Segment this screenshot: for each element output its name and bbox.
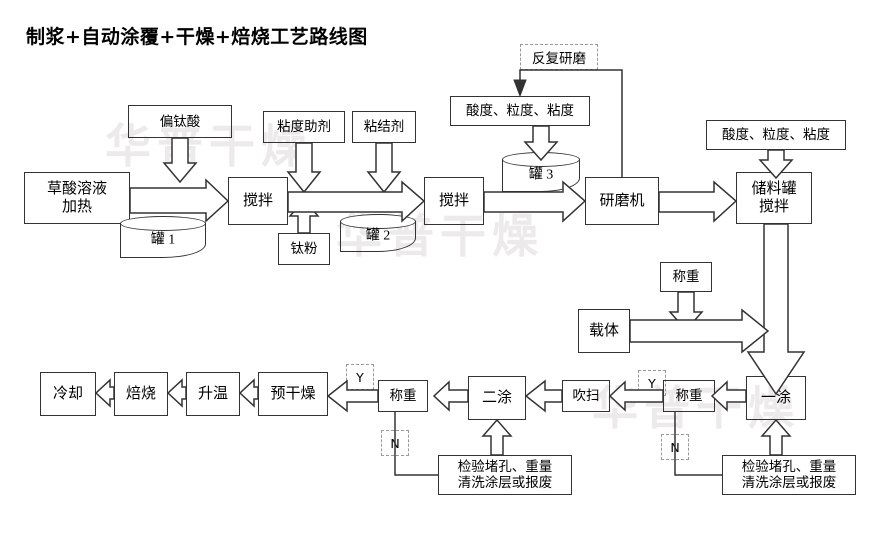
node-mix-2-label: 搅拌 — [438, 192, 469, 209]
node-coat-1[interactable]: 一涂 — [746, 376, 806, 420]
node-weigh-left[interactable]: 称重 — [378, 380, 428, 412]
node-additive[interactable]: 偏钛酸 — [128, 105, 232, 138]
node-binder-label: 粘结剂 — [363, 119, 405, 135]
arrow-blow-to-coat2 — [524, 379, 563, 413]
node-mix-1[interactable]: 搅拌 — [228, 177, 288, 225]
decision-n-right-label: N — [670, 439, 680, 455]
node-heatup[interactable]: 升温 — [186, 372, 240, 416]
arrow-predry-to-heatup — [238, 378, 259, 408]
node-ti-powder[interactable]: 钛粉 — [278, 233, 330, 265]
node-tank-3[interactable]: 罐 3 — [502, 152, 580, 192]
arrow-weighttop-down — [668, 291, 704, 332]
arrow-calcine-to-cool — [94, 378, 115, 408]
arrow-heatup-to-calcine — [166, 378, 187, 408]
node-inspect-left[interactable]: 检验堵孔、重量 清洗涂层或报废 — [438, 455, 572, 495]
node-inspect-left-line1: 检验堵孔、重量 — [457, 458, 553, 474]
node-weigh-top[interactable]: 称重 — [660, 262, 712, 292]
node-weigh-right[interactable]: 称重 — [663, 380, 715, 412]
node-viscosity-aid-label: 粘度助剂 — [277, 119, 331, 135]
node-coat-1-label: 一涂 — [760, 389, 791, 406]
arrow-coat2-to-weighleft — [432, 380, 469, 412]
node-heatup-label: 升温 — [197, 385, 228, 402]
node-quality-right-label: 酸度、粒度、粘度 — [722, 127, 830, 143]
tank-2-body — [340, 221, 416, 252]
decision-y-right: Y — [638, 370, 666, 396]
node-inspect-right-line2: 清洗涂层或报废 — [741, 475, 837, 490]
node-cool[interactable]: 冷却 — [40, 372, 96, 416]
node-inspect-left-line2: 清洗涂层或报废 — [457, 475, 553, 490]
node-inspect-right[interactable]: 检验堵孔、重量 清洗涂层或报废 — [722, 455, 856, 495]
tank-1-body — [120, 223, 206, 258]
arrow-storage-to-coat1 — [746, 223, 806, 396]
node-ti-powder-label: 钛粉 — [290, 241, 318, 257]
node-quality-left-label: 酸度、粒度、粘度 — [466, 103, 574, 119]
node-quality-left[interactable]: 酸度、粒度、粘度 — [450, 96, 590, 126]
decision-n-right: N — [661, 434, 689, 460]
annotation-regrind: 反复研磨 — [520, 44, 598, 70]
node-calcine[interactable]: 焙烧 — [114, 372, 168, 416]
node-quality-right[interactable]: 酸度、粒度、粘度 — [706, 120, 846, 150]
node-weigh-left-label: 称重 — [389, 388, 417, 404]
node-mix-1-label: 搅拌 — [242, 192, 273, 209]
node-viscosity-aid[interactable]: 粘度助剂 — [263, 111, 345, 143]
arrow-inspectleft-to-coat2 — [481, 418, 513, 456]
node-oxalic-heating[interactable]: 草酸溶液 加热 — [24, 172, 130, 224]
arrow-grinder-to-storage — [658, 180, 738, 223]
node-predry[interactable]: 预干燥 — [258, 372, 328, 416]
node-oxalic-line2: 加热 — [61, 199, 92, 215]
decision-y-left: Y — [346, 364, 374, 390]
node-blow-label: 吹扫 — [572, 388, 600, 404]
decision-n-left: N — [381, 430, 409, 456]
node-mix-2[interactable]: 搅拌 — [424, 177, 484, 225]
arrow-binder-to-line — [366, 142, 402, 194]
node-weigh-right-label: 称重 — [675, 388, 703, 404]
node-tank-2-label: 罐 2 — [365, 228, 391, 244]
node-calcine-label: 焙烧 — [125, 385, 156, 402]
node-cool-label: 冷却 — [52, 385, 83, 402]
arrow-carrier-to-coat1 — [629, 308, 770, 354]
page-title: 制浆+自动涂覆+干燥+焙烧工艺路线图 — [26, 26, 368, 48]
node-coat-2-label: 二涂 — [481, 389, 512, 406]
node-grinder-label: 研磨机 — [599, 192, 645, 209]
decision-y-left-label: Y — [356, 369, 364, 385]
decision-n-left-label: N — [390, 435, 400, 451]
watermark-1: 华普干燥 — [105, 119, 313, 173]
node-tank-1[interactable]: 罐 1 — [120, 216, 206, 258]
node-binder[interactable]: 粘结剂 — [352, 111, 416, 143]
decision-y-right-label: Y — [648, 375, 656, 391]
node-weigh-top-label: 称重 — [672, 269, 700, 285]
annotation-regrind-label: 反复研磨 — [532, 51, 586, 66]
node-blow[interactable]: 吹扫 — [562, 380, 610, 412]
node-coat-2[interactable]: 二涂 — [468, 376, 526, 420]
arrow-oxalic-to-mix1 — [129, 178, 230, 223]
node-storage-line2: 搅拌 — [758, 199, 789, 215]
node-carrier[interactable]: 载体 — [578, 309, 630, 353]
node-tank-2[interactable]: 罐 2 — [340, 214, 416, 252]
arrow-tipowder-up — [288, 198, 320, 234]
node-oxalic-line1: 草酸溶液 — [46, 181, 107, 197]
node-grinder[interactable]: 研磨机 — [585, 177, 659, 225]
node-predry-label: 预干燥 — [270, 385, 316, 402]
node-carrier-label: 载体 — [588, 322, 619, 339]
node-storage-tank[interactable]: 储料罐 搅拌 — [736, 172, 812, 224]
node-additive-label: 偏钛酸 — [159, 113, 201, 129]
node-storage-line1: 储料罐 — [751, 181, 797, 197]
node-inspect-right-line1: 检验堵孔、重量 — [741, 458, 837, 474]
node-tank-3-label: 罐 3 — [528, 167, 554, 183]
node-tank-1-label: 罐 1 — [150, 232, 176, 248]
